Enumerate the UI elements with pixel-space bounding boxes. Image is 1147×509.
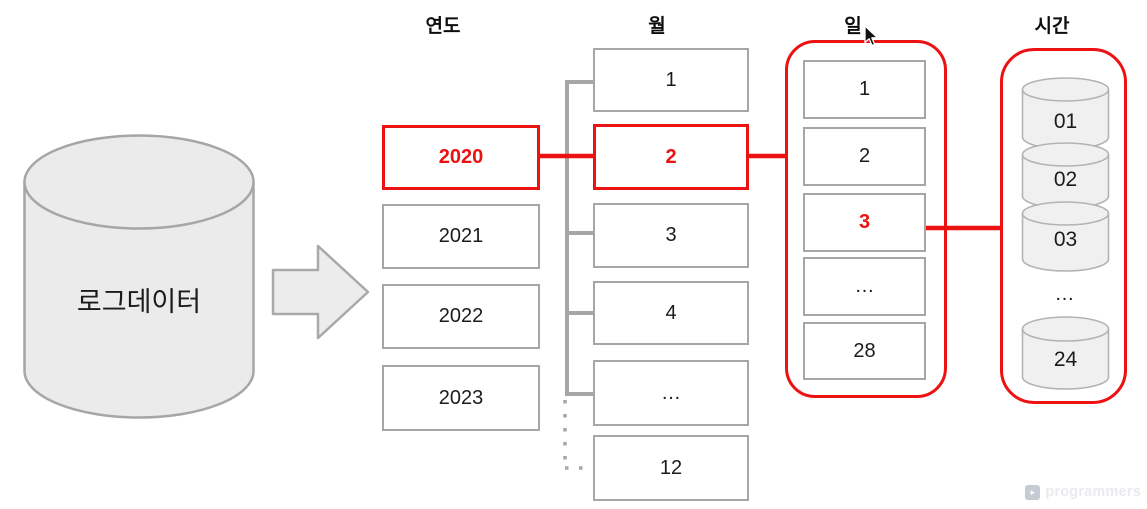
day-box-28: 28	[803, 322, 926, 380]
flow-arrow-icon	[271, 244, 370, 340]
highlight-path-line	[540, 153, 1002, 231]
month-box-ellipsis: …	[593, 360, 749, 426]
programmers-logo-icon: ▸	[1025, 484, 1041, 500]
log-database-label: 로그데이터	[76, 287, 202, 317]
mouse-cursor-icon	[864, 25, 879, 47]
year-box-2021: 2021	[382, 204, 540, 269]
month-box-1: 1	[593, 48, 749, 112]
year-box-2023: 2023	[382, 365, 540, 431]
day-box-1: 1	[803, 60, 926, 119]
hour-label-02: 02	[1053, 168, 1078, 191]
month-box-12: 12	[593, 435, 749, 501]
year-box-2020: 2020	[382, 125, 540, 190]
day-box-3: 3	[803, 193, 926, 252]
watermark-text: programmers	[1045, 484, 1141, 500]
hour-group-outline	[1000, 48, 1127, 404]
dotted-connector-line	[563, 400, 591, 470]
month-box-3: 3	[593, 203, 749, 268]
month-box-2: 2	[593, 124, 749, 190]
month-column-header: 월	[648, 16, 666, 37]
year-column-header: 연도	[425, 16, 461, 37]
hour-label-01: 01	[1053, 110, 1078, 133]
hour-column-header: 시간	[1034, 16, 1070, 37]
hour-label-ellipsis: …	[1054, 282, 1077, 305]
day-box-2: 2	[803, 127, 926, 186]
hour-label-03: 03	[1053, 228, 1078, 251]
hour-label-24: 24	[1053, 348, 1078, 371]
day-column-header: 일	[844, 16, 862, 37]
hour-cylinder-24	[1021, 316, 1110, 390]
month-bracket-line	[565, 80, 593, 396]
day-box-ellipsis: …	[803, 257, 926, 316]
log-database-cylinder	[23, 134, 255, 419]
month-box-4: 4	[593, 281, 749, 345]
watermark: ▸ programmers	[1025, 484, 1141, 500]
hour-cylinder-03	[1021, 201, 1110, 272]
hour-cylinder-02	[1021, 142, 1110, 209]
year-box-2022: 2022	[382, 284, 540, 349]
